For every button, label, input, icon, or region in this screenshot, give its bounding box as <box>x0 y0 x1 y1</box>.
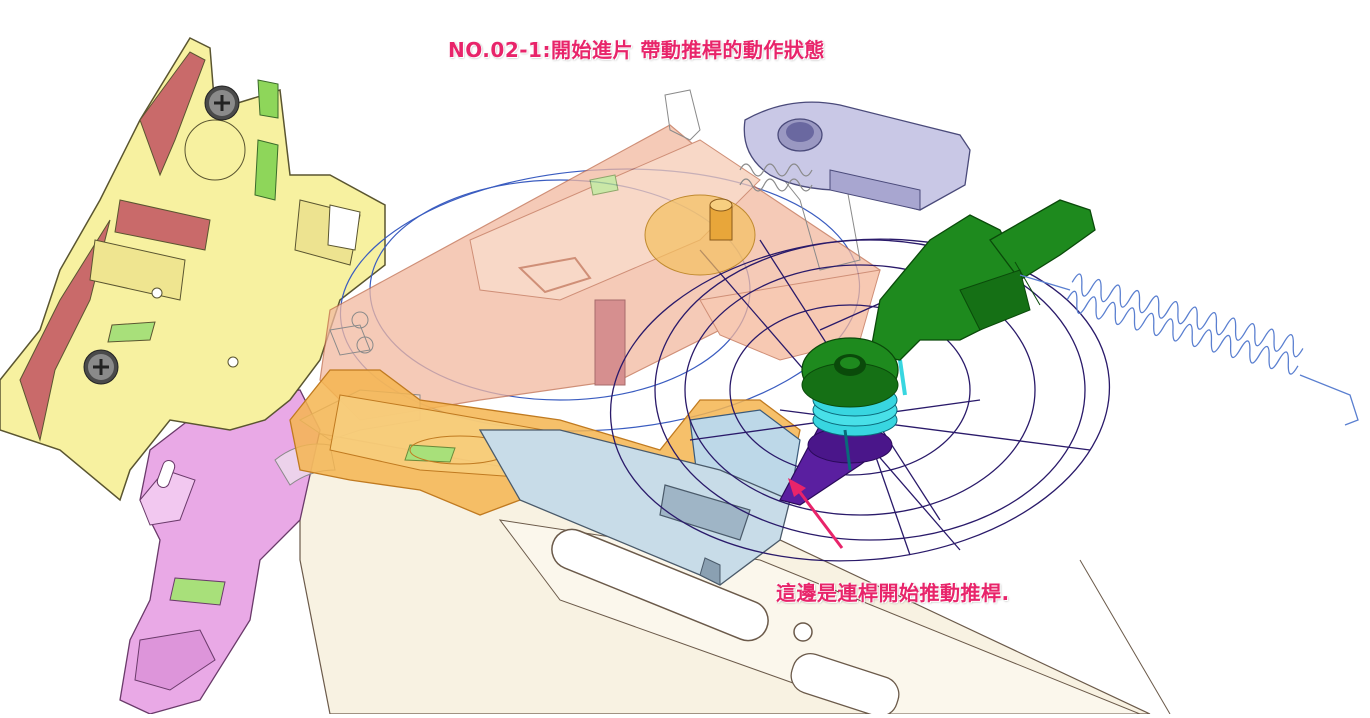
push-rod <box>478 429 791 586</box>
yellow-frame <box>0 37 386 502</box>
annotation-label: 這邊是連桿開始推動推桿. <box>776 581 1010 605</box>
small-spring <box>739 163 813 192</box>
diagram-title: NO.02-1:開始進片 帶動推桿的動作狀態 <box>448 38 825 62</box>
cam-plate <box>743 101 971 211</box>
pink-bracket <box>119 389 321 715</box>
annotation-arrow <box>788 478 844 549</box>
yellow-knob <box>644 194 756 276</box>
extension-spring <box>1019 273 1359 426</box>
screw-bottom <box>83 349 119 385</box>
screw-top <box>204 85 240 121</box>
green-arm <box>801 199 1096 408</box>
